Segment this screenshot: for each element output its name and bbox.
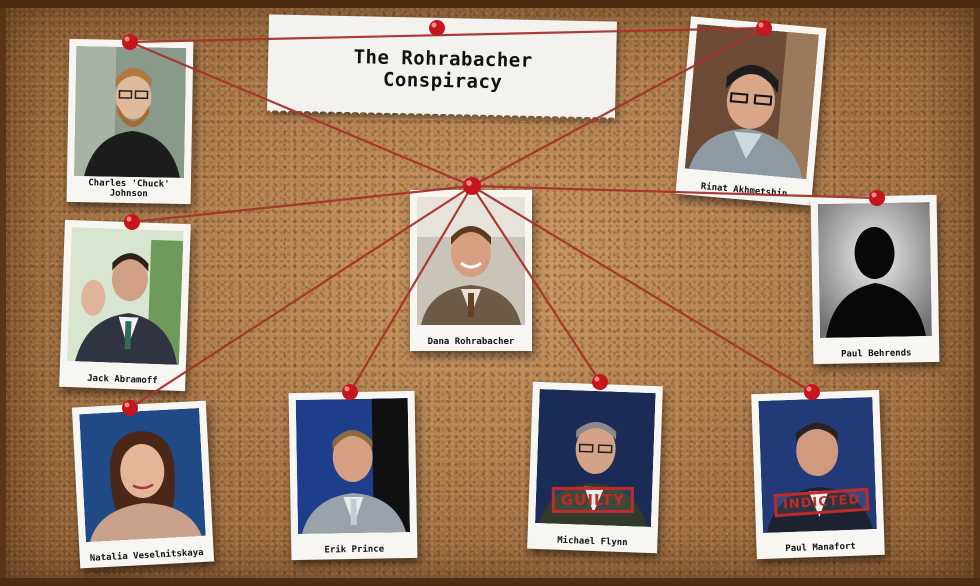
photo-card-veselnitskaya[interactable]: Natalia Veselnitskaya xyxy=(71,400,215,569)
photo-abramoff xyxy=(67,227,184,365)
caption-abramoff: Jack Abramoff xyxy=(87,373,158,387)
caption-johnson: Charles 'Chuck' Johnson xyxy=(88,178,170,200)
board-frame-top xyxy=(0,0,980,8)
photo-johnson xyxy=(74,46,187,178)
photo-flynn: GUILTY xyxy=(535,389,656,527)
photo-akhmetshin xyxy=(684,23,819,180)
title-card: The Rohrabacher Conspiracy xyxy=(267,14,617,118)
board-frame-bottom xyxy=(0,578,980,586)
silhouette-icon xyxy=(817,202,932,338)
caption-akhmetshin: Rinat Akhmetshin xyxy=(700,181,788,200)
guilty-stamp: GUILTY xyxy=(551,486,635,513)
photo-manafort: INDICTED xyxy=(758,397,877,533)
photo-card-abramoff[interactable]: Jack Abramoff xyxy=(59,219,191,392)
photo-card-behrends[interactable]: Paul Behrends xyxy=(810,194,940,365)
board-title: The Rohrabacher Conspiracy xyxy=(353,46,533,94)
caption-prince: Erik Prince xyxy=(324,544,385,556)
caption-behrends: Paul Behrends xyxy=(840,348,912,360)
caption-rohrabacher: Dana Rohrabacher xyxy=(427,337,515,347)
photo-card-johnson[interactable]: Charles 'Chuck' Johnson xyxy=(66,38,194,205)
photo-card-flynn[interactable]: GUILTY Michael Flynn xyxy=(527,381,663,554)
photo-card-rohrabacher[interactable]: Dana Rohrabacher xyxy=(410,190,532,351)
photo-rohrabacher xyxy=(417,197,525,325)
photo-veselnitskaya xyxy=(79,407,206,543)
photo-card-manafort[interactable]: INDICTED Paul Manafort xyxy=(751,389,885,560)
photo-card-akhmetshin[interactable]: Rinat Akhmetshin xyxy=(675,16,827,206)
caption-veselnitskaya: Natalia Veselnitskaya xyxy=(89,547,204,564)
caption-flynn: Michael Flynn xyxy=(557,535,628,549)
photo-card-prince[interactable]: Erik Prince xyxy=(288,390,418,561)
photo-behrends xyxy=(817,202,932,338)
photo-prince xyxy=(295,398,410,534)
caption-manafort: Paul Manafort xyxy=(785,541,856,555)
